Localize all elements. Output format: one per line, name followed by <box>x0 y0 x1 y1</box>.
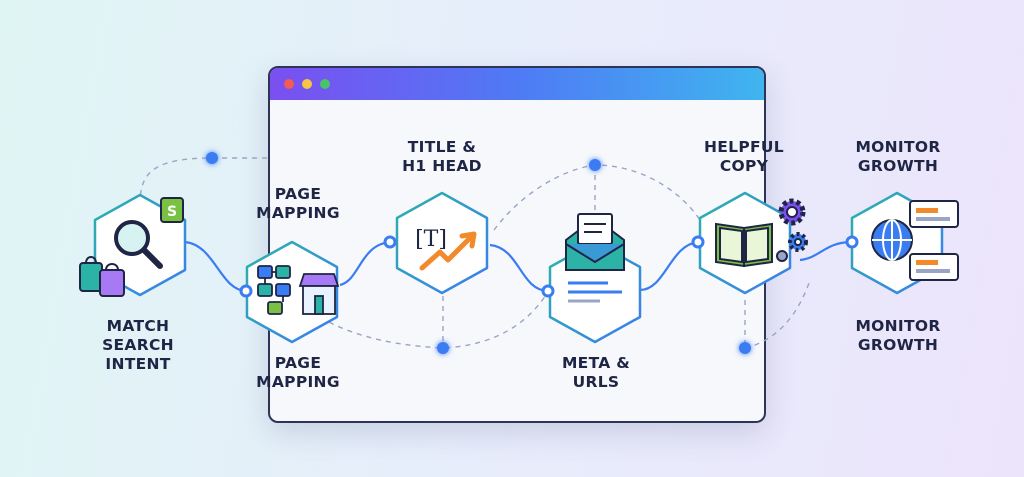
title-glyph: [T] <box>415 227 447 252</box>
connector-dot <box>239 284 253 298</box>
glow-dot <box>437 342 449 354</box>
label-monitor-growth-top: MONITOR GROWTH <box>855 138 941 175</box>
title-growth-icon: [T] <box>415 227 477 271</box>
globe-search-icon <box>871 200 959 281</box>
browser-window <box>268 66 766 423</box>
connector-dot <box>691 235 705 249</box>
book-gears-icon <box>715 198 808 268</box>
label-helpful-copy: HELPFUL COPY <box>704 138 784 175</box>
connector-dot <box>845 235 859 249</box>
connector-dots <box>206 152 859 354</box>
browser-dot-green <box>320 79 330 89</box>
browser-title-bar <box>270 68 764 100</box>
glow-dot <box>206 152 218 164</box>
sitemap-store-icon <box>257 265 340 315</box>
label-monitor-growth-bottom: MONITOR GROWTH <box>855 317 941 354</box>
svg-text:S: S <box>167 204 177 220</box>
connector-dot <box>383 235 397 249</box>
browser-dot-yellow <box>302 79 312 89</box>
label-page-mapping-top: PAGE MAPPING <box>256 185 340 222</box>
label-match-search-intent: MATCH SEARCH INTENT <box>102 317 174 373</box>
label-meta-urls: META & URLS <box>561 354 631 391</box>
label-page-mapping-bottom: PAGE MAPPING <box>256 354 340 391</box>
glow-dot <box>589 159 601 171</box>
connector-dot <box>541 284 555 298</box>
glow-dot <box>739 342 751 354</box>
envelope-icon <box>565 213 625 303</box>
browser-dot-red <box>284 79 294 89</box>
label-title-h1-head: TITLE & H1 HEAD <box>402 138 482 175</box>
solid-connectors <box>184 240 853 293</box>
magnifier-shopping-icon: S <box>79 197 184 297</box>
